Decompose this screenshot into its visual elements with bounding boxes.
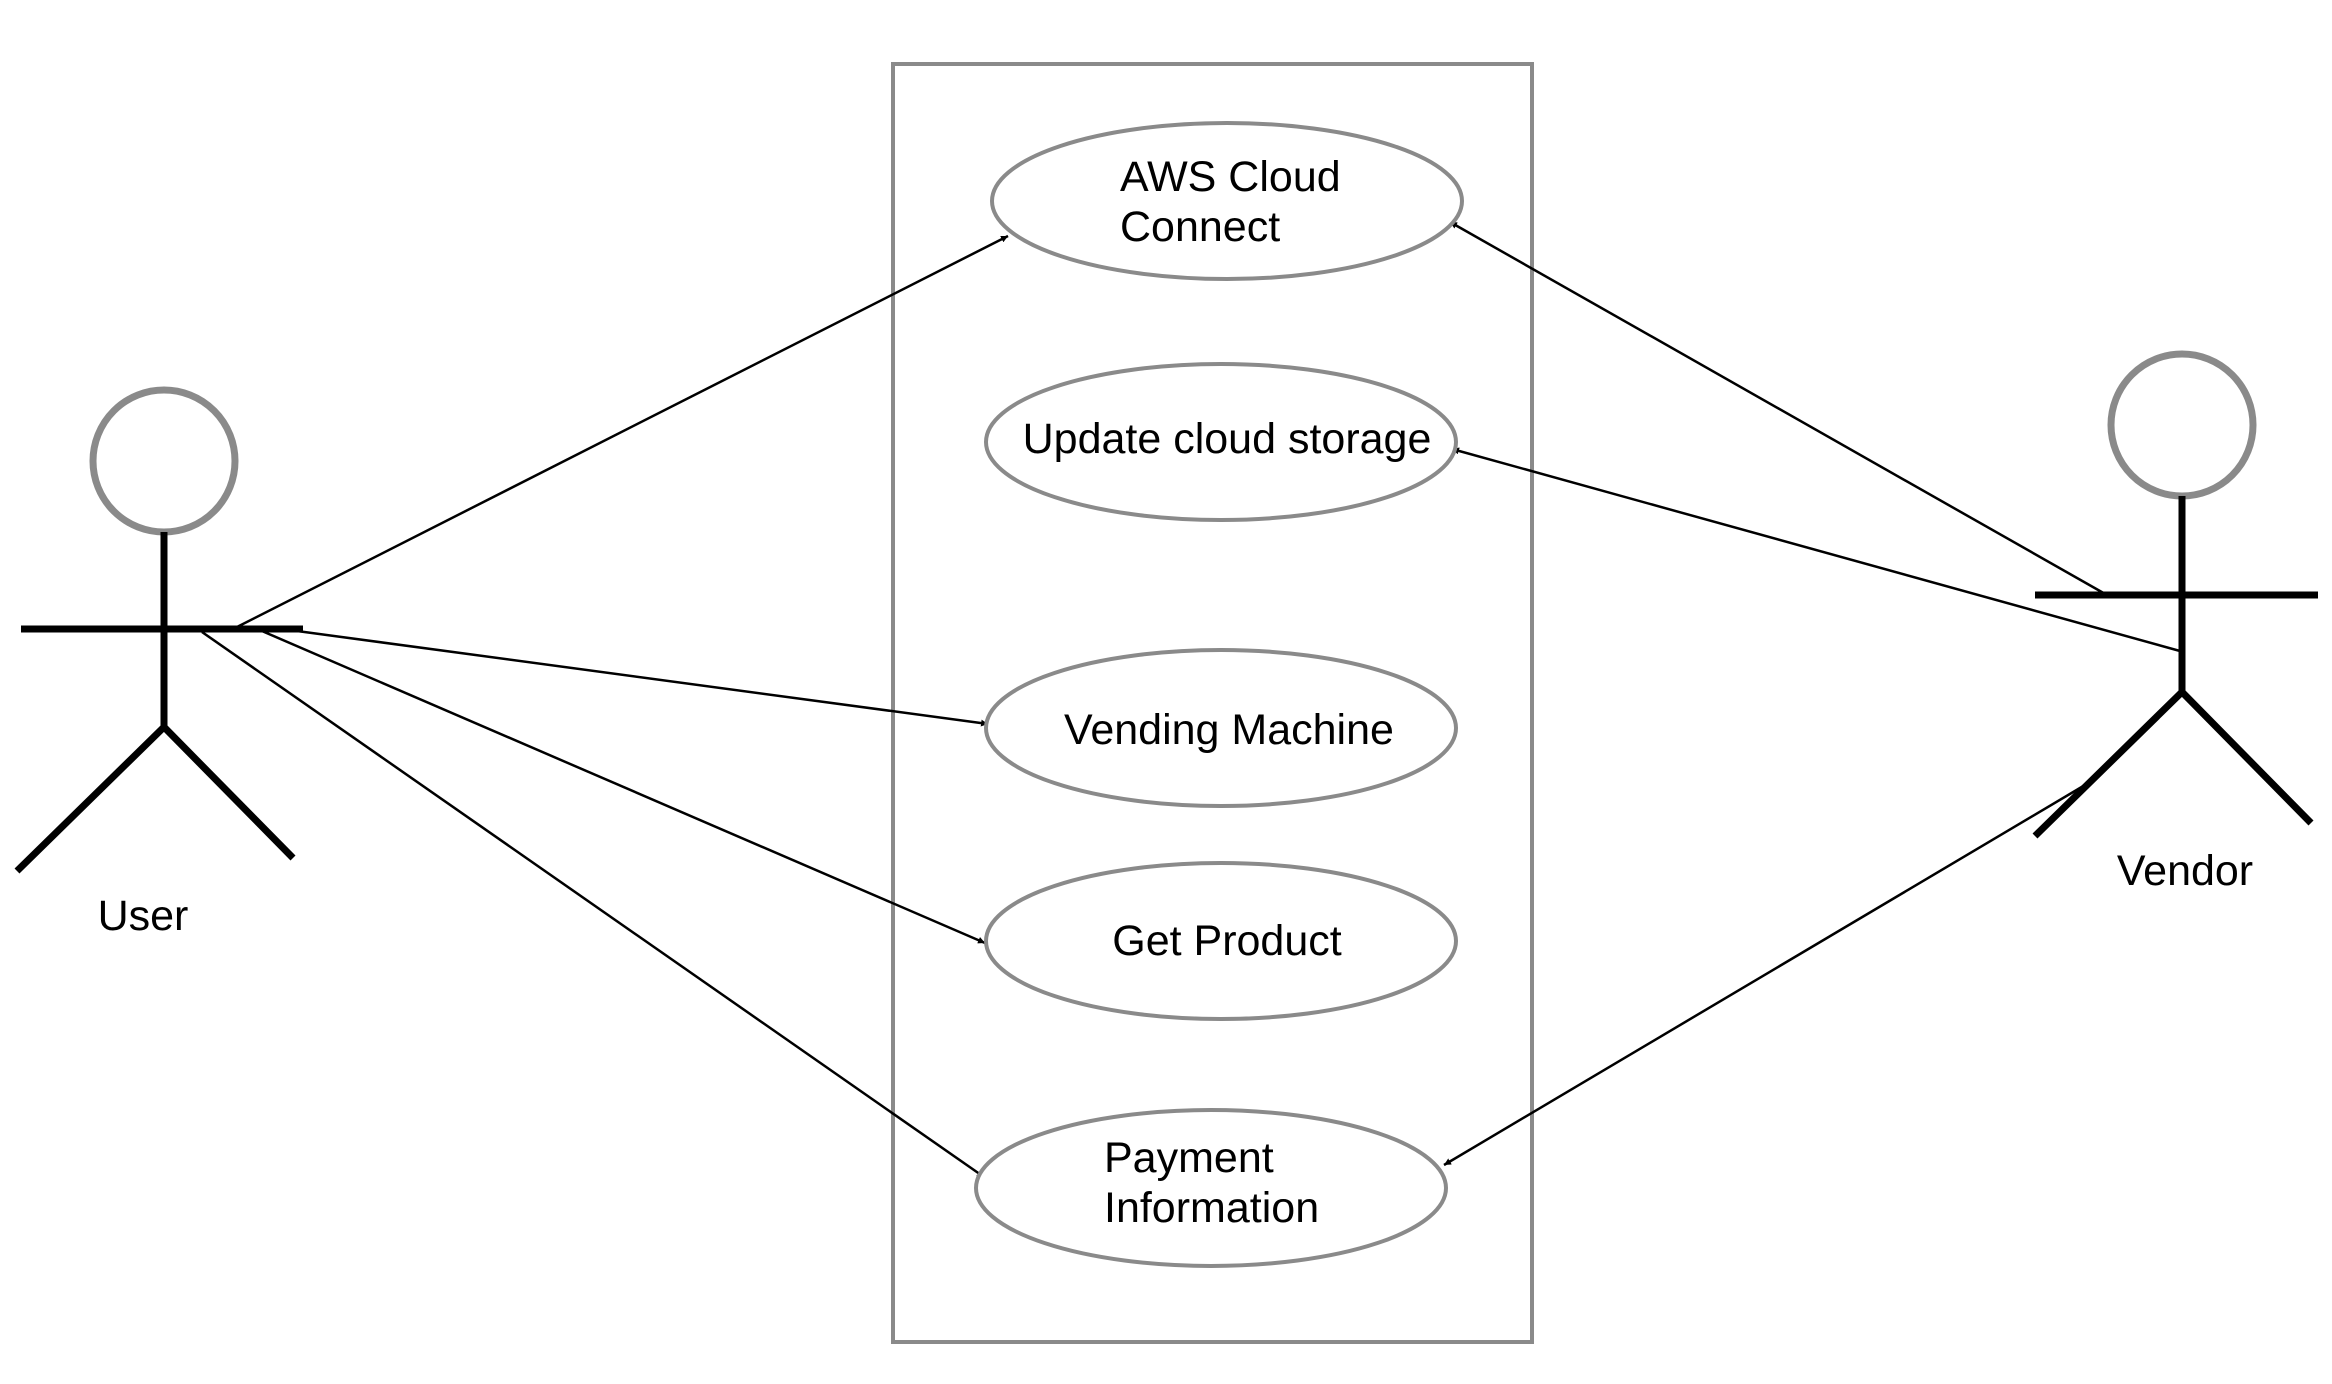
use-case-label-line: Payment xyxy=(1104,1134,1274,1182)
association-user-get-product xyxy=(254,626,986,945)
actor-right-leg xyxy=(161,724,296,861)
association-user-aws-cloud-connect xyxy=(236,234,1009,629)
actor-left-leg xyxy=(2032,689,2185,839)
use-case-label-line: Information xyxy=(1104,1184,1319,1232)
association-user-vending-machine xyxy=(296,629,989,727)
actor-head-icon xyxy=(89,386,239,536)
association-vendor-update-cloud-storage xyxy=(1451,447,2181,653)
use-case-label-line: Vending Machine xyxy=(1064,706,1394,754)
association-vendor-aws-cloud-connect xyxy=(1449,220,2108,597)
use-case-get-product: Get Product xyxy=(984,861,1458,1021)
association-vendor-payment-information xyxy=(1443,783,2086,1167)
use-case-vending-machine: Vending Machine xyxy=(984,648,1458,808)
actor-label-vendor: Vendor xyxy=(2117,847,2253,895)
association-user-payment-information xyxy=(201,630,985,1179)
use-case-label-line: Update cloud storage xyxy=(1023,415,1432,463)
actor-head-icon xyxy=(2107,350,2257,500)
use-case-aws-cloud-connect: AWS Cloud Connect xyxy=(990,121,1464,281)
actor-user: User xyxy=(14,386,303,940)
actor-vendor: Vendor xyxy=(2032,350,2318,895)
actor-left-leg xyxy=(14,724,167,874)
associations xyxy=(201,220,2181,1179)
use-case-update-cloud-storage: Update cloud storage xyxy=(984,362,1458,522)
use-case-label-line: Connect xyxy=(1120,203,1280,251)
use-case-payment-information: Payment Information xyxy=(974,1108,1448,1268)
use-case-label-line: Get Product xyxy=(1112,917,1341,965)
actor-right-leg xyxy=(2179,689,2314,826)
use-case-label-line: AWS Cloud xyxy=(1120,153,1341,201)
actor-label-user: User xyxy=(98,892,189,940)
system-boundary xyxy=(891,62,1534,1344)
